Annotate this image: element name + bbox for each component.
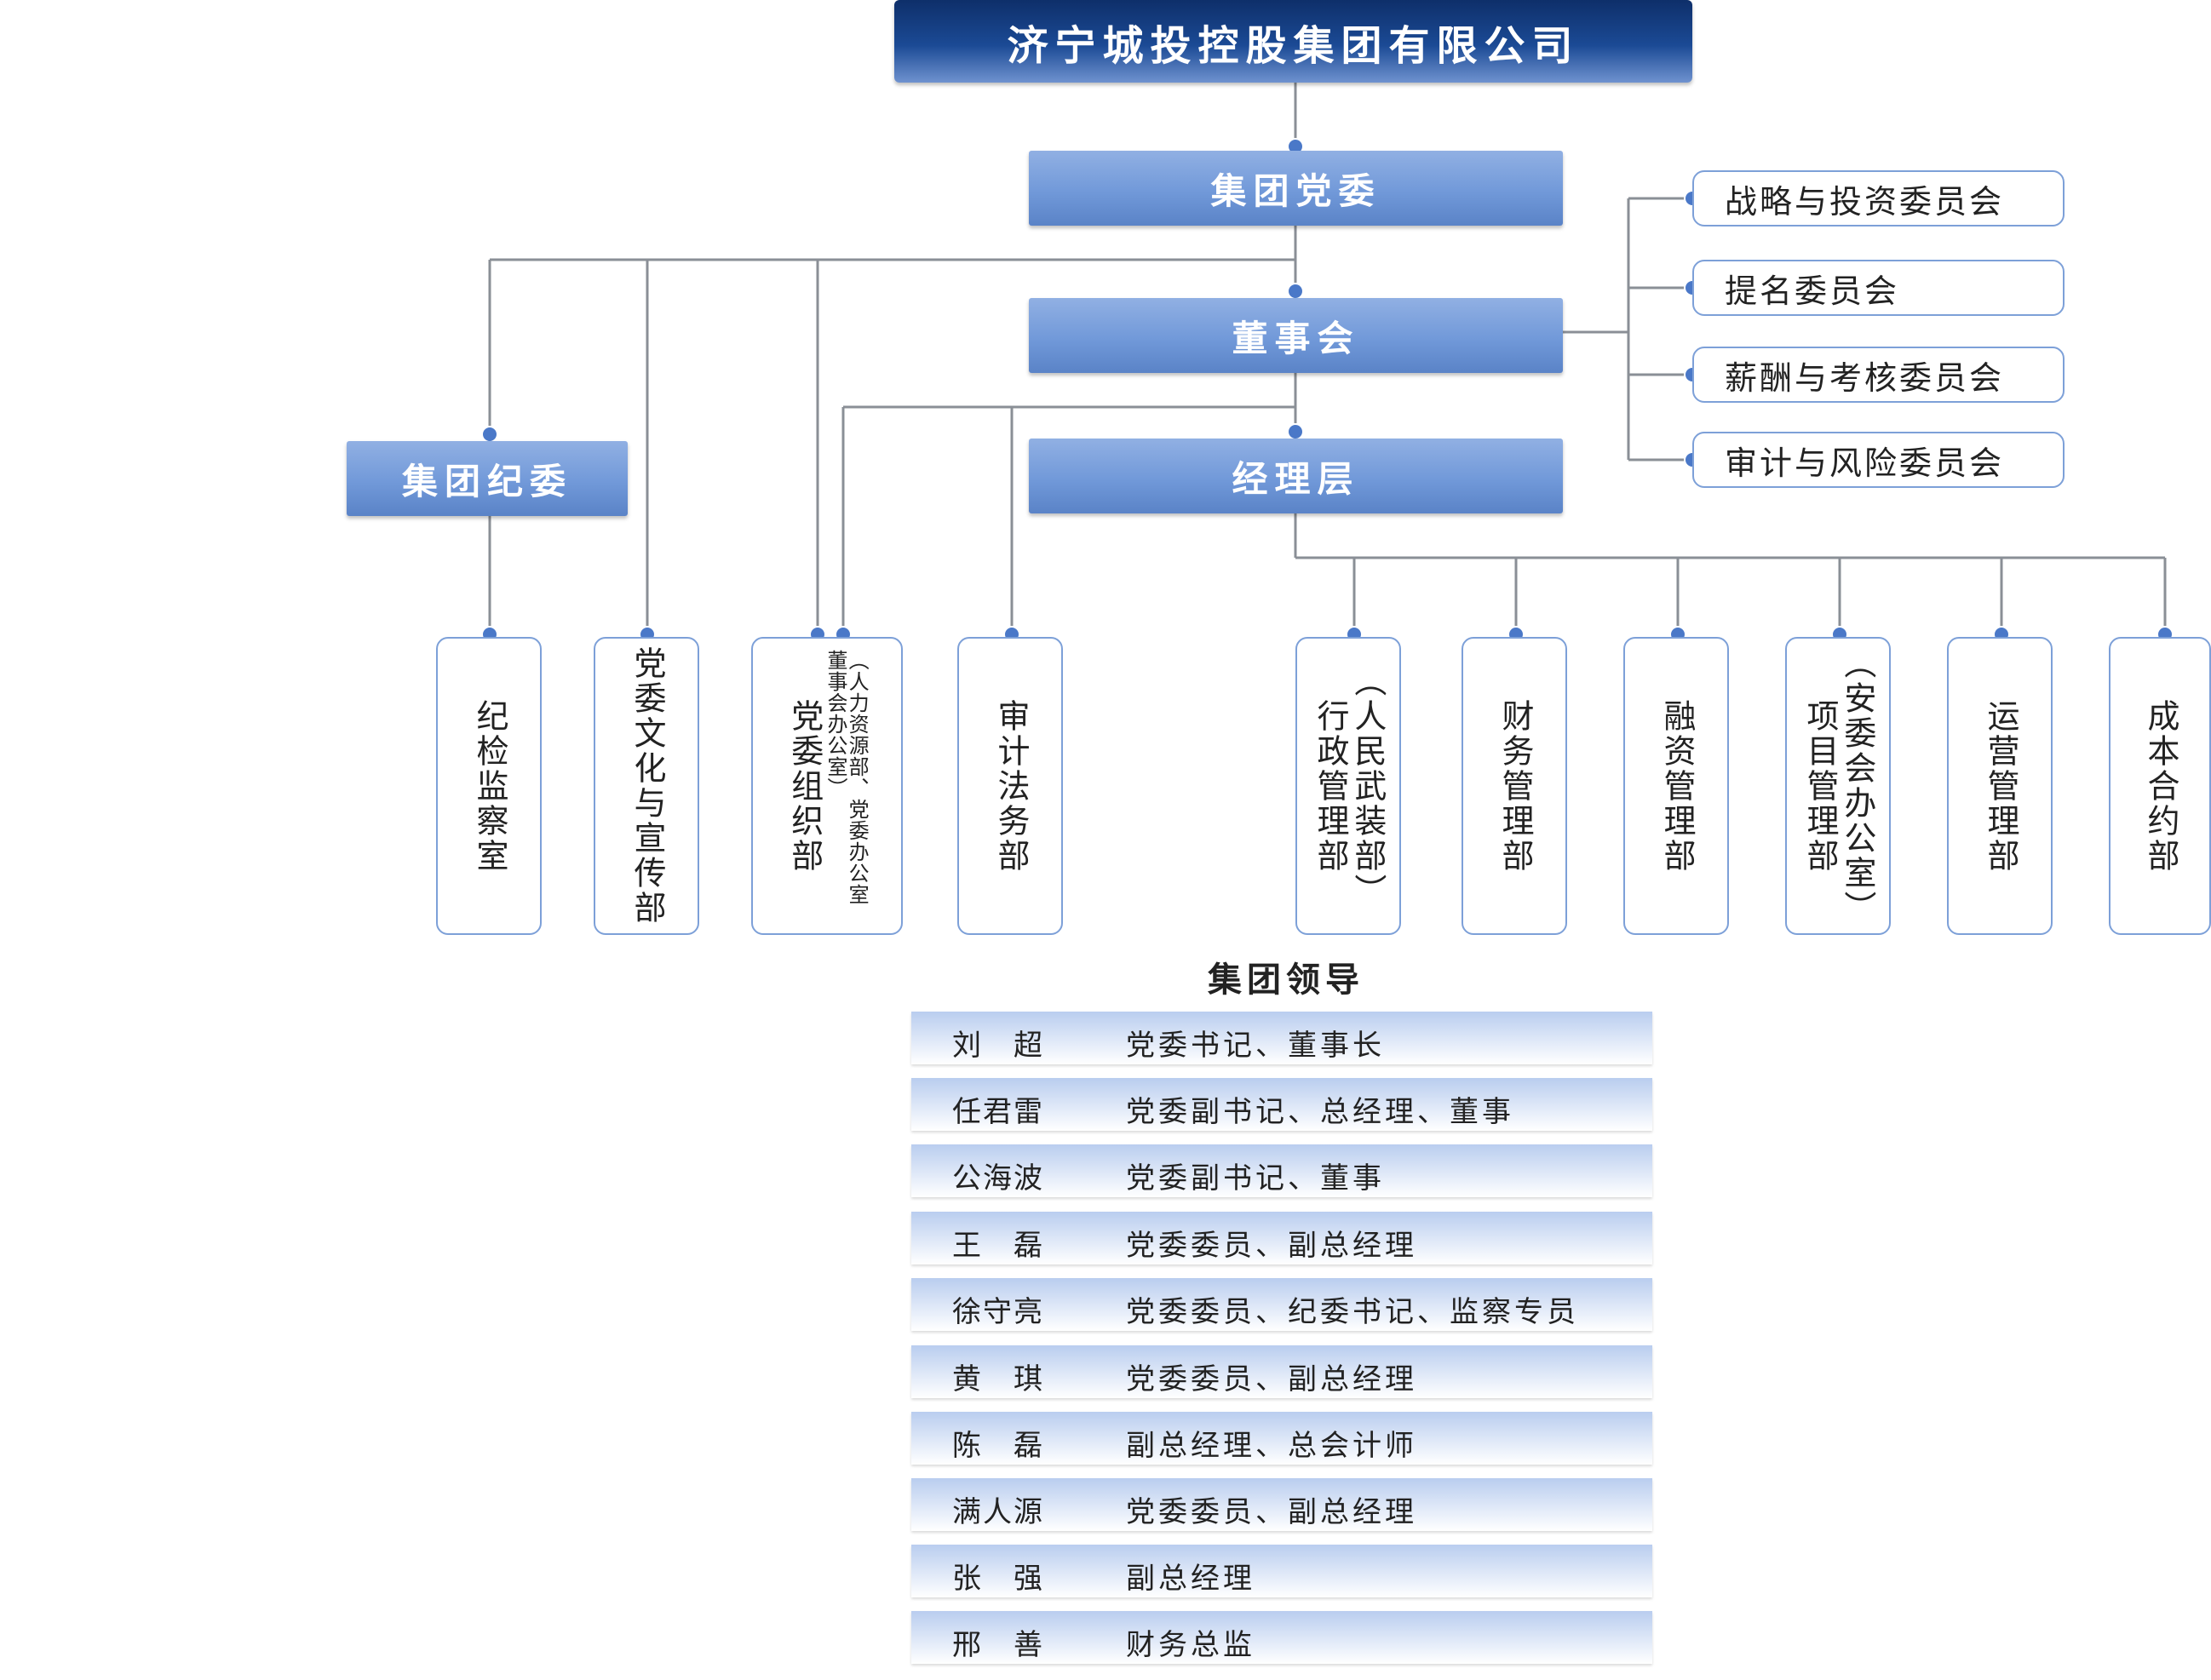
leader-row: 陈 磊 副总经理、总会计师 <box>911 1412 1652 1465</box>
leader-row: 公海波 党委副书记、董事 <box>911 1144 1652 1197</box>
dept-project: （安委会办公室） 项目管理部 <box>1785 637 1891 935</box>
leaders-title: 集团领导 <box>1208 960 1364 1000</box>
dept-main-label: 成本合约部 <box>2141 698 2179 874</box>
leader-role: 党委书记、董事长 <box>1126 1029 1385 1063</box>
leader-row: 王 磊 党委委员、副总经理 <box>911 1212 1652 1264</box>
dept-discipline-inspection: 纪检监察室 <box>436 637 542 935</box>
dept-operations: 运营管理部 <box>1947 637 2053 935</box>
dept-finance: 财务管理部 <box>1462 637 1567 935</box>
committee-audit-risk: 审计与风险委员会 <box>1692 432 2065 488</box>
leader-row: 满人源 党委委员、副总经理 <box>911 1478 1652 1531</box>
dept-administration: （人民武装部） 行政管理部 <box>1295 637 1401 935</box>
committee-remuneration: 薪酬与考核委员会 <box>1692 347 2065 403</box>
leader-role: 党委委员、副总经理 <box>1126 1362 1417 1396</box>
dept-sub-label: （人力资源部、党委办公室董事会办公室） <box>823 650 870 905</box>
company-title: 济宁城投控股集团有限公司 <box>894 0 1692 83</box>
dept-audit-legal: 审计法务部 <box>957 637 1063 935</box>
leader-name: 邢 善 <box>952 1628 1044 1662</box>
leader-row: 任君雷 党委副书记、总经理、董事 <box>911 1078 1652 1131</box>
leader-role: 党委委员、副总经理 <box>1126 1229 1417 1263</box>
dept-sub-label: （安委会办公室） <box>1838 646 1876 926</box>
leader-role: 党委委员、纪委书记、监察专员 <box>1126 1295 1579 1329</box>
dept-financing: 融资管理部 <box>1623 637 1729 935</box>
leader-name: 满人源 <box>952 1495 1044 1529</box>
leader-role: 党委副书记、董事 <box>1126 1161 1385 1195</box>
dept-party-culture: 党委文化与宣传部 <box>594 637 699 935</box>
leader-name: 公海波 <box>952 1161 1044 1195</box>
discipline-committee-node: 集团纪委 <box>347 441 628 516</box>
dept-main-label: 运营管理部 <box>1981 698 2019 874</box>
dept-main-label: 党委文化与宣传部 <box>628 646 666 926</box>
dept-cost-contract: 成本合约部 <box>2109 637 2211 935</box>
dept-main-label: 纪检监察室 <box>470 698 508 874</box>
leader-name: 刘 超 <box>952 1029 1044 1063</box>
committee-nomination: 提名委员会 <box>1692 260 2065 316</box>
leader-row: 张 强 副总经理 <box>911 1545 1652 1597</box>
leader-name: 陈 磊 <box>952 1429 1044 1463</box>
leader-role: 财务总监 <box>1126 1628 1255 1662</box>
leader-row: 徐守亮 党委委员、纪委书记、监察专员 <box>911 1278 1652 1331</box>
dept-main-label: 项目管理部 <box>1801 698 1839 874</box>
leader-row: 刘 超 党委书记、董事长 <box>911 1012 1652 1064</box>
leader-name: 张 强 <box>952 1562 1044 1596</box>
leader-role: 党委委员、副总经理 <box>1126 1495 1417 1529</box>
dept-main-label: 融资管理部 <box>1657 698 1696 874</box>
party-committee-node: 集团党委 <box>1029 151 1563 226</box>
leader-role: 党委副书记、总经理、董事 <box>1126 1095 1514 1129</box>
dept-main-label: 行政管理部 <box>1312 698 1349 874</box>
leader-role: 副总经理、总会计师 <box>1126 1429 1417 1463</box>
leader-name: 任君雷 <box>952 1095 1044 1129</box>
dept-party-organization: （人力资源部、党委办公室董事会办公室） 党委组织部 <box>751 637 903 935</box>
committee-strategy-investment: 战略与投资委员会 <box>1692 170 2065 226</box>
dept-main-label: 财务管理部 <box>1496 698 1534 874</box>
leader-name: 王 磊 <box>952 1229 1044 1263</box>
leader-name: 徐守亮 <box>952 1295 1044 1329</box>
leader-name: 黄 琪 <box>952 1362 1044 1396</box>
board-node: 董事会 <box>1029 298 1563 373</box>
leader-row: 黄 琪 党委委员、副总经理 <box>911 1345 1652 1398</box>
management-node: 经理层 <box>1029 439 1563 513</box>
leader-role: 副总经理 <box>1126 1562 1255 1596</box>
dept-main-label: 审计法务部 <box>991 698 1030 874</box>
leader-row: 邢 善 财务总监 <box>911 1611 1652 1664</box>
dept-sub-label: （人民武装部） <box>1348 663 1387 909</box>
dept-main-label: 党委组织部 <box>785 698 824 874</box>
